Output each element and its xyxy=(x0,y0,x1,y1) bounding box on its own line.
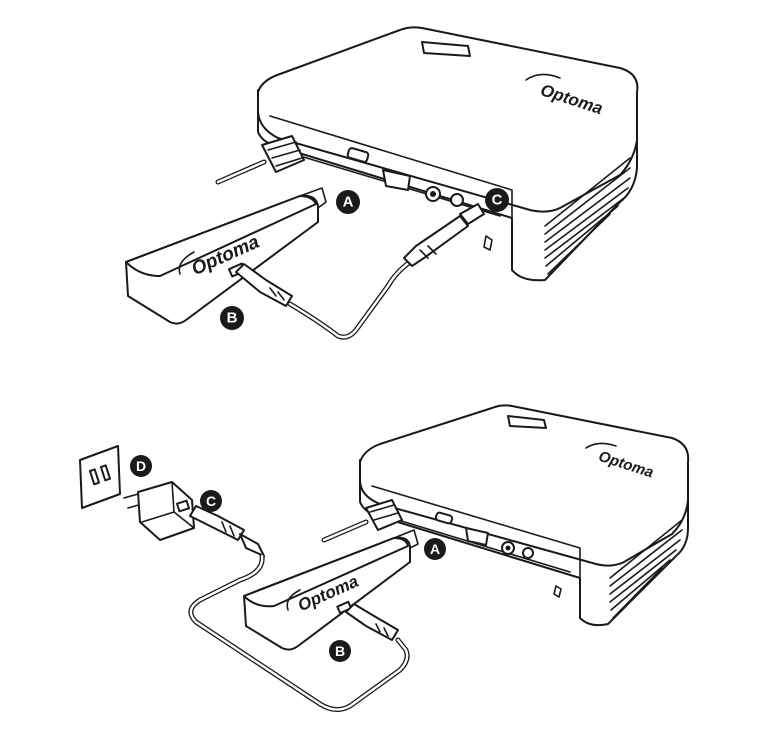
power-adapter xyxy=(123,481,195,541)
usb-cable-bottom xyxy=(345,603,399,641)
callout-c-bottom-label: C xyxy=(206,493,216,509)
dongle-top-face-bottom xyxy=(243,537,409,608)
usb-cable-top xyxy=(235,203,485,340)
power-plug-top xyxy=(261,135,305,173)
usb-connector-dongle-bottom xyxy=(345,603,399,641)
callout-b-bottom-label: B xyxy=(335,643,345,659)
callout-c-bottom: C xyxy=(200,490,222,512)
callout-b-bottom: B xyxy=(329,640,351,662)
vga-port-bottom xyxy=(465,527,489,546)
projector-vent xyxy=(544,157,631,275)
projector-vent-bottom xyxy=(609,519,683,619)
usb-connector-adapter-tail xyxy=(239,533,265,557)
projector-lens-housing-bottom xyxy=(507,415,547,429)
outlet-plate xyxy=(79,445,121,509)
adapter-usb-port xyxy=(176,499,190,513)
dongle-hdmi-plug-bottom xyxy=(393,529,419,549)
projector-lens-housing xyxy=(421,41,471,57)
projector-top: Optoma xyxy=(257,26,639,282)
callout-d-bottom-label: D xyxy=(136,458,146,474)
dongle-usb-port-bottom xyxy=(336,600,353,615)
usb-cable-adapter xyxy=(188,505,410,712)
power-cable-top xyxy=(215,135,305,185)
projector-front-rim-bottom xyxy=(371,485,581,619)
projector-logo-swoosh-top xyxy=(525,73,561,81)
callout-a-top: A xyxy=(336,190,360,214)
usb-connector-projector-top xyxy=(403,215,469,267)
callout-c-top-label: C xyxy=(492,192,503,209)
lock-slot-bottom xyxy=(553,585,562,598)
bottom-diagram: Optoma Optoma D xyxy=(79,404,690,712)
adapter-prong-1 xyxy=(123,493,139,499)
wall-outlet xyxy=(79,445,121,509)
outlet-slot-right xyxy=(99,464,112,482)
hdmi-port-bottom xyxy=(434,511,454,525)
outlet-slot-left xyxy=(88,468,101,486)
usb-port-top xyxy=(450,193,464,207)
callout-a-bottom: A xyxy=(424,538,446,560)
adapter-body xyxy=(137,481,195,541)
top-diagram: Optoma Optoma xyxy=(125,26,639,340)
callout-b-top-label: B xyxy=(227,310,238,327)
callout-a-bottom-label: A xyxy=(430,541,440,557)
hdmi-port-top xyxy=(346,147,370,163)
vga-port-top xyxy=(382,169,411,191)
power-cable-bottom xyxy=(321,499,403,543)
usb-connector-dongle-top xyxy=(235,263,293,307)
projector-logo-swoosh-bottom xyxy=(585,442,617,449)
usb-port-bottom xyxy=(522,547,534,559)
usb-connector-adapter xyxy=(189,505,245,541)
dongle-logo-swoosh-bottom xyxy=(286,589,301,611)
projector-top-surface xyxy=(257,26,639,213)
dongle-top-face xyxy=(125,195,317,277)
usb-plug-tip-top xyxy=(459,203,485,225)
callout-b-top: B xyxy=(220,306,244,330)
callout-a-top-label: A xyxy=(343,194,354,211)
projector-front-rim xyxy=(269,115,513,271)
dongle-logo-swoosh-top xyxy=(178,251,195,275)
dongle-hdmi-plug xyxy=(299,187,327,209)
callout-d-bottom: D xyxy=(130,455,152,477)
lock-slot-top xyxy=(483,235,493,251)
projector-bottom: Optoma xyxy=(359,404,690,627)
callout-c-top: C xyxy=(485,188,509,212)
power-plug-bottom xyxy=(365,499,403,531)
projector-port-rail-bottom xyxy=(397,519,571,573)
dongle-top: Optoma xyxy=(125,187,327,325)
